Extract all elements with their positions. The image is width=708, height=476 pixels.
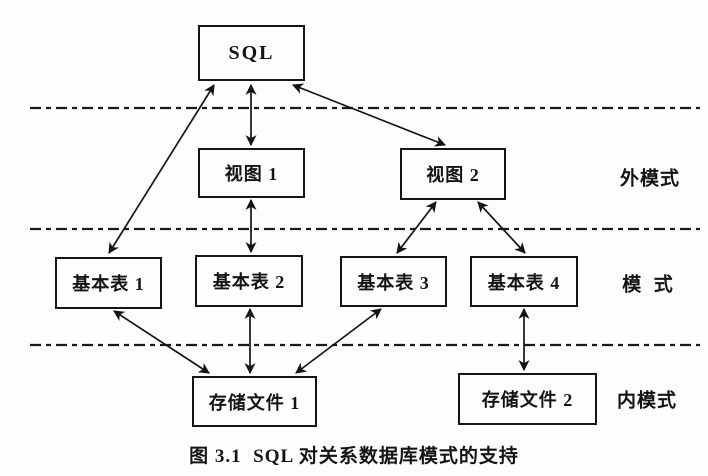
box-base-table-1: 基本表 1 [55,257,162,309]
box-base-table-4-label: 基本表 4 [487,272,561,293]
box-base-table-3: 基本表 3 [340,256,447,307]
region-label-external-schema: 外模式 [619,168,681,190]
edge-sql-table1 [108,84,215,254]
region-label-schema: 模 式 [622,274,674,296]
box-base-table-1-label: 基本表 1 [72,274,145,294]
edge-sql-view2 [291,83,447,147]
figure-caption: 图 3.1 SQL 对关系数据库模式的支持 [189,446,519,467]
box-view-2-label: 视图 2 [426,165,480,185]
box-base-table-4: 基本表 4 [470,256,578,307]
region-label-internal-schema: 内模式 [616,390,678,412]
box-view-1: 视图 1 [198,148,305,198]
box-storage-file-1-label: 存储文件 1 [208,392,301,413]
box-storage-file-1: 存储文件 1 [192,376,317,427]
edge-table1-file1 [113,310,210,374]
edge-view2-table3 [396,201,437,254]
box-view-2: 视图 2 [400,148,506,200]
box-sql-label: SQL [228,41,275,64]
box-sql: SQL [198,25,305,81]
box-storage-file-2: 存储文件 2 [458,373,597,425]
edge-table3-file1 [295,308,382,374]
edge-view2-table4 [477,201,526,254]
box-base-table-2: 基本表 2 [195,255,303,307]
box-base-table-2-label: 基本表 2 [212,272,286,292]
box-view-1-label: 视图 1 [224,164,279,184]
box-storage-file-2-label: 存储文件 2 [481,390,574,410]
box-base-table-3-label: 基本表 3 [357,272,430,293]
